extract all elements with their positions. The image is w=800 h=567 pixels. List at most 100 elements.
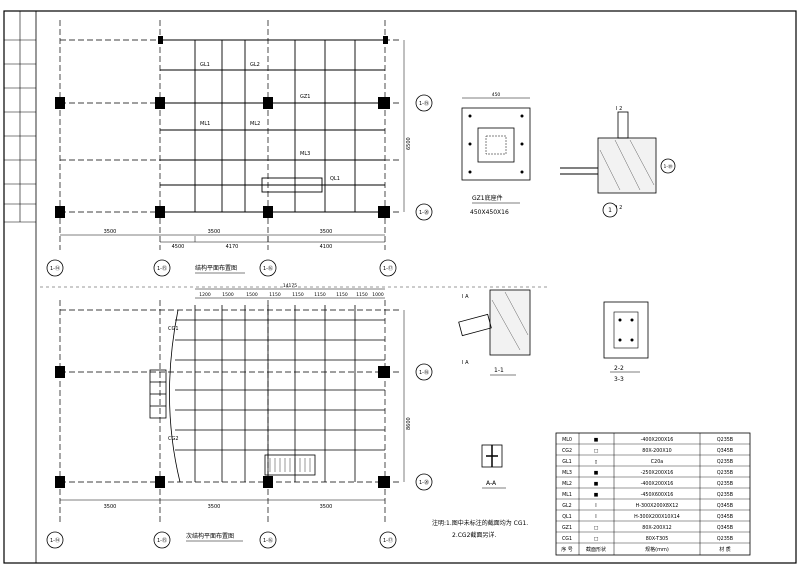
note-line-1: 注明:1.图中未标注的截面均为 CG1. [432, 519, 528, 527]
upper-plan-title: 结构平面布置图 [195, 264, 237, 272]
table-header-cell: 截面形状 [586, 546, 606, 553]
beam-label: CG1 [168, 326, 179, 332]
axis-bubble-label: 1-⑳ [419, 209, 429, 216]
title-strip [4, 11, 36, 223]
table-cell: Q235B [717, 536, 733, 542]
table-cell: Q345B [717, 525, 733, 531]
stair-treads [269, 458, 311, 472]
table-cell: Q235B [717, 459, 733, 465]
dim-text: 4500 [172, 244, 185, 250]
drawing-frame [35, 10, 797, 564]
section-marker: I 2 [616, 106, 622, 112]
beam-label: CG2 [168, 436, 179, 442]
lower-axis-lines [59, 300, 400, 525]
table-cell: 80X-200X12 [642, 525, 671, 531]
section-label: 1-1 [494, 367, 504, 374]
table-cell: GL2 [562, 503, 571, 509]
axis-bubble-label: 1-⑭ [50, 265, 60, 272]
dim-text: 3500 [320, 504, 333, 510]
dim-text: 4100 [320, 244, 333, 250]
table-cell: Q235B [717, 437, 733, 443]
section-marker: I A [462, 294, 469, 300]
dim-text: 3500 [208, 229, 221, 235]
table-cell: 80X-200X10 [642, 448, 671, 454]
lower-dim-lines [60, 288, 385, 501]
dim-text: 1150 [292, 292, 304, 298]
dim-text: 4170 [226, 244, 239, 250]
upper-axis-bubbles: 1-⑭ 1-⑮ 1-⑯ 1-⑰ 1-⑲ 1-⑳ [46, 94, 433, 277]
dim-text: 1150 [314, 292, 326, 298]
section-label: 3-3 [614, 376, 624, 383]
table-cell: -450X600X16 [641, 492, 674, 498]
dim-text: 1150 [336, 292, 348, 298]
table-cell: Q235B [717, 492, 733, 498]
dim-text: 3500 [104, 504, 117, 510]
lower-axis-bubbles: 1-⑭ 1-⑮ 1-⑯ 1-⑰ 1-⑱ 1-⑳ [46, 363, 433, 549]
upper-dims: 3500 3500 3500 4500 4170 4100 [104, 229, 333, 250]
table-cell: C20a [651, 459, 663, 465]
axis-bubble-label: 1-⑯ [263, 537, 273, 544]
table-cell: -400X200X16 [641, 437, 674, 443]
section-label: A-A [486, 480, 497, 487]
beam-label: QL1 [330, 176, 340, 182]
table-header-cell: 规格(mm) [645, 546, 669, 553]
table-header-cell: 序 号 [561, 546, 573, 553]
table-cell: ML2 [562, 481, 572, 487]
beam-label: ML3 [300, 151, 310, 157]
axis-bubble-label: 1-⑮ [157, 265, 167, 272]
upper-dim-lines [60, 234, 385, 243]
table-cell: Q345B [717, 503, 733, 509]
base-plate-title: GZ1底座件 [472, 194, 503, 202]
dim-text: 3500 [104, 229, 117, 235]
section-detail-a-a: A-A [481, 444, 506, 489]
section-label: 2-2 [614, 365, 624, 372]
section-detail-1: 1 I 2 I 2 1-⑳ [560, 106, 676, 218]
table-cell: H-300X200X10X14 [634, 514, 680, 520]
beam-label: GZ1 [300, 94, 310, 100]
table-cell: CG1 [562, 536, 572, 542]
table-cell: ■ [594, 492, 599, 498]
table-header-cell: 材 质 [719, 546, 731, 553]
beam-label: ML2 [250, 121, 260, 127]
table-cell: QL1 [562, 514, 572, 520]
table-cell: ▯ [595, 460, 598, 465]
dim-text: 450 [492, 92, 501, 98]
base-plate-size: 450X450X16 [470, 209, 509, 216]
beam-label: ML1 [200, 121, 210, 127]
table-cell: ■ [594, 481, 599, 487]
lower-beam-grid [149, 305, 385, 483]
upper-beam-labels: GL1 GL2 GZ1 ML1 ML2 ML3 QL1 [200, 62, 340, 182]
table-cell: GZ1 [562, 525, 572, 531]
table-cell: Q235B [717, 470, 733, 476]
section-marker: I A [462, 360, 469, 366]
axis-bubble-label: 1-⑭ [50, 537, 60, 544]
table-cell: Q345B [717, 448, 733, 454]
table-cell: Q235B [717, 481, 733, 487]
table-cell: ML1 [562, 492, 572, 498]
axis-bubble-label: 1-⑱ [419, 369, 429, 376]
table-cell: □ [594, 449, 599, 454]
axis-bubble-label: 1-⑲ [419, 100, 429, 107]
dim-text: 3500 [320, 229, 333, 235]
table-cell: ML0 [562, 437, 572, 443]
upper-structural-plan: GL1 GL2 GZ1 ML1 ML2 ML3 QL1 3500 3500 35… [46, 20, 433, 277]
notes: 注明:1.图中未标注的截面均为 CG1. 2.CG2截面另详. [432, 519, 528, 539]
section-detail-2-2: 2-2 3-3 [603, 301, 649, 383]
axis-bubble-label: 1-⑳ [664, 163, 673, 170]
axis-bubble-label: 1-⑰ [383, 537, 393, 544]
upper-columns [55, 36, 390, 218]
table-cell: GL1 [562, 459, 571, 465]
axis-bubble-label: 1-⑳ [419, 479, 429, 486]
beam-label: GL1 [200, 62, 210, 68]
table-cell: 80X-T305 [646, 536, 669, 542]
dim-text: 6500 [406, 137, 412, 150]
table-cell: ML3 [562, 470, 572, 476]
table-cell: ■ [594, 470, 599, 476]
dim-text: 1150 [269, 292, 281, 298]
detail-number: 1 [608, 207, 612, 214]
section-marker: I 2 [616, 205, 622, 211]
upper-axis-lines [59, 20, 400, 250]
table-cell: I [595, 514, 596, 520]
